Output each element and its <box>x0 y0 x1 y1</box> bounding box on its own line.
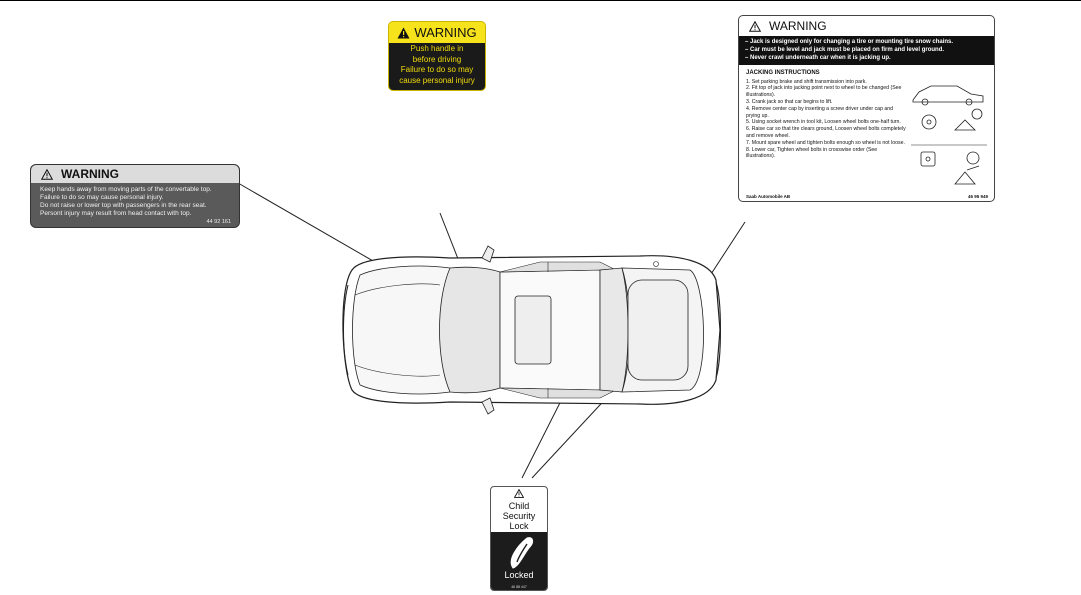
lock-state: Locked <box>504 570 534 580</box>
warning-line: – Car must be level and jack must be pla… <box>745 47 945 54</box>
wheel-crosswise-pattern <box>920 151 936 167</box>
warning-header: WARNING <box>739 16 994 36</box>
jacking-instructions-label: WARNING – Jack is designed only for chan… <box>738 15 995 202</box>
manufacturer: Saab Automobile AB <box>746 194 791 199</box>
warning-triangle-icon <box>397 27 410 38</box>
lock-graphic-panel <box>491 532 547 590</box>
warning-line: – Jack is designed only for changing a t… <box>745 39 954 45</box>
instruction-step: 6. Raise car so that tire clears ground,… <box>746 126 906 139</box>
car-body <box>342 245 721 415</box>
warning-line: Keep hands away from moving parts of the… <box>40 186 212 193</box>
warning-line: Failure to do so may cause personal inju… <box>40 194 164 201</box>
instruction-step: 3. Crank jack so that car begins to lift… <box>746 99 833 105</box>
warning-line: Failure to do so may <box>400 65 474 74</box>
convertible-top-warning-label: WARNING Keep hands away from moving part… <box>30 164 240 228</box>
instruction-step: 2. Fit top of jack into jacking point ne… <box>746 85 902 99</box>
warning-title: WARNING <box>769 19 827 33</box>
warning-line: cause personal injury <box>399 75 475 85</box>
jack-warning-box: – Jack is designed only for changing a t… <box>739 36 994 65</box>
warning-body: Keep hands away from moving parts of the… <box>31 183 239 218</box>
part-number: 46 88 447 <box>511 585 527 589</box>
leader-line-lock-rear <box>531 391 613 479</box>
warning-line: – Never crawl underneath car when it is … <box>745 55 891 62</box>
lock-title-line: Lock <box>509 521 529 531</box>
jacking-illustrations <box>911 85 987 185</box>
instructions-title: JACKING INSTRUCTIONS <box>746 69 820 76</box>
wheel-bolt-pattern <box>921 114 937 130</box>
warning-header: WARNING <box>389 22 485 43</box>
lock-title-line: Child <box>508 501 530 511</box>
warning-triangle-icon <box>514 489 524 498</box>
instruction-steps: 1. Set parking brake and shift transmiss… <box>746 79 906 161</box>
child-security-lock-label: Child Security Lock Locked 46 88 447 <box>490 486 548 591</box>
warning-triangle-icon <box>41 168 53 180</box>
warning-title: WARNING <box>61 167 119 181</box>
part-number: 46 95 949 <box>967 194 988 199</box>
car-side-view <box>912 85 984 103</box>
warning-line: before driving <box>412 54 462 64</box>
warning-triangle-icon <box>749 20 761 32</box>
instruction-step: 4. Remove center cap by inserting a scre… <box>746 105 894 119</box>
warning-header: WARNING <box>31 165 239 183</box>
warning-line: Do not raise or lower top with passenger… <box>40 202 207 209</box>
top-border-line <box>0 0 1081 1</box>
warning-line: Push handle in <box>410 44 464 53</box>
warning-body: Push handle in before driving Failure to… <box>389 43 485 90</box>
instruction-step: 7. Mount spare wheel and tighten bolts e… <box>746 139 905 146</box>
part-number: 44 92 161 <box>206 219 231 225</box>
warning-title: WARNING <box>414 25 477 40</box>
instruction-step: 1. Set parking brake and shift transmiss… <box>746 78 867 85</box>
jack-illustration <box>954 119 976 131</box>
lock-title: Child Security Lock <box>491 487 547 545</box>
instruction-step: 8. Lower car, Tighten wheel bolts in cro… <box>746 146 878 160</box>
lock-title-line: Security <box>502 511 536 521</box>
warning-line: Persont injury may result from head cont… <box>40 210 192 217</box>
push-handle-warning-label: WARNING Push handle in before driving Fa… <box>388 21 486 91</box>
instruction-step: 5. Using socket wrench in tool kit, Loos… <box>746 119 901 126</box>
door-handle-icon <box>510 537 534 569</box>
